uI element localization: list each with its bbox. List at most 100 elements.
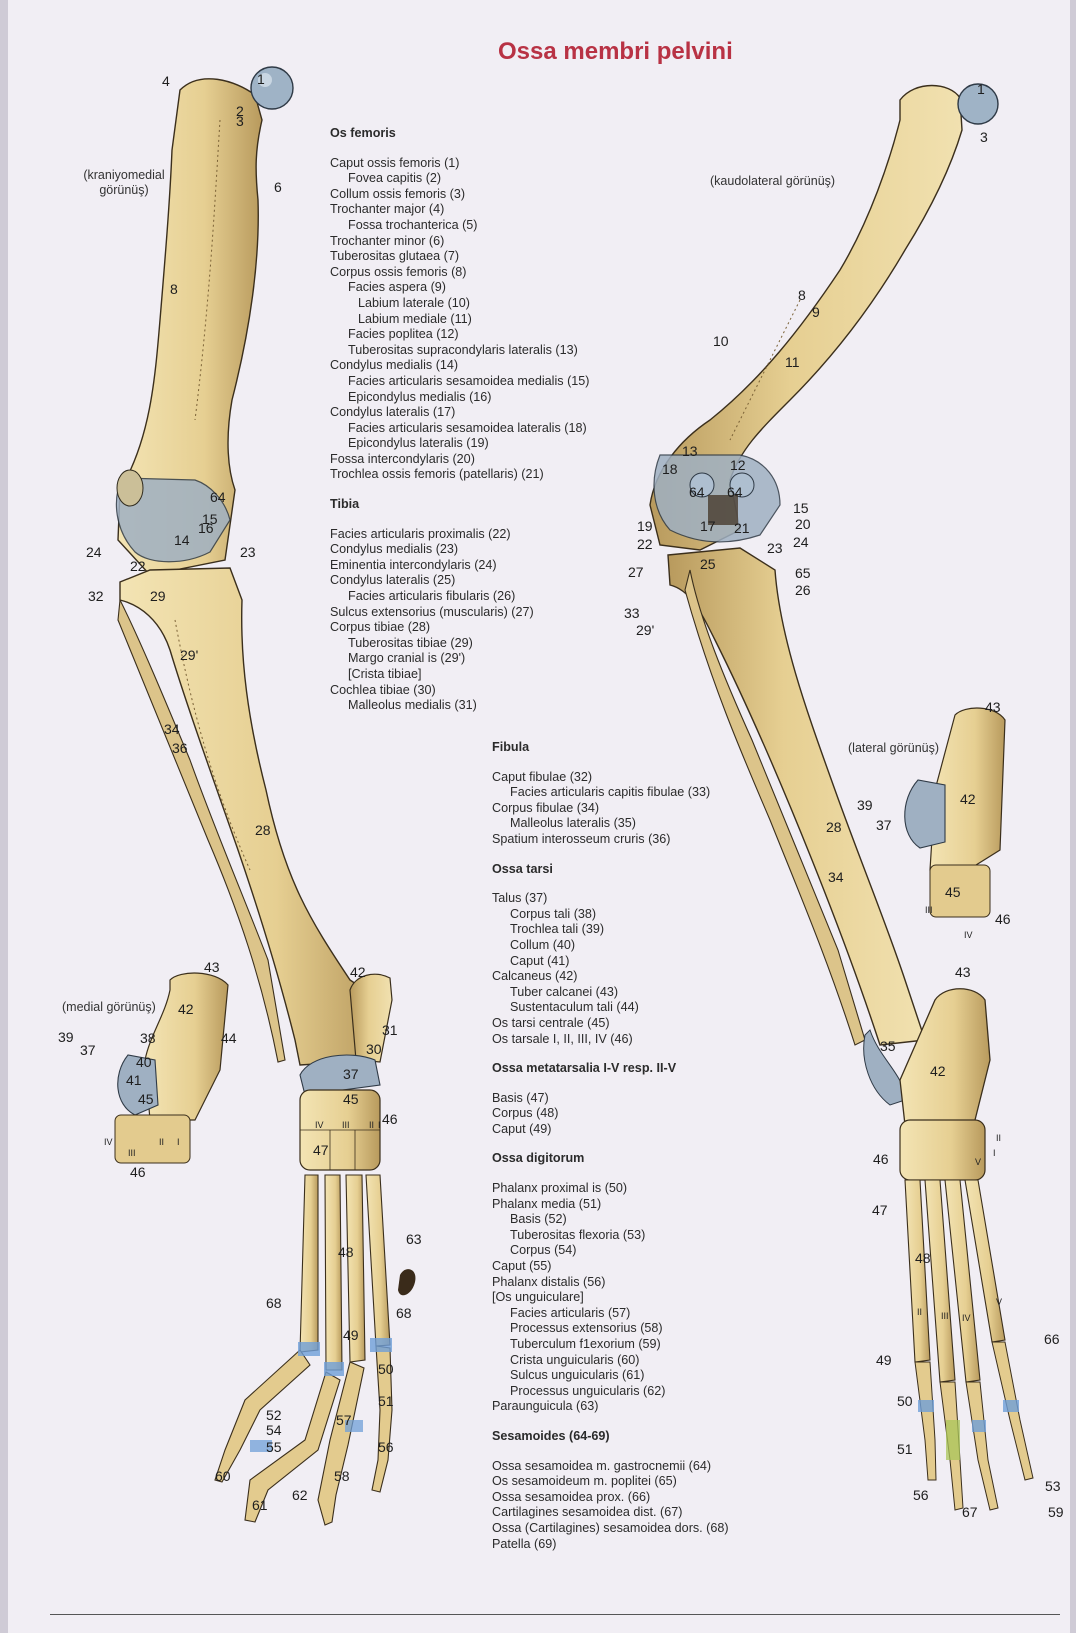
right-metatarsals xyxy=(905,1180,1005,1382)
legend-item: Patella (69) xyxy=(492,1537,729,1553)
callout-label: 40 xyxy=(136,1055,152,1069)
legend-item: Fossa trochanterica (5) xyxy=(330,218,589,234)
callout-label: 34 xyxy=(828,870,844,884)
callout-label: 66 xyxy=(1044,1332,1060,1346)
legend-heading: Fibula xyxy=(492,740,729,756)
legend-item: Tuber calcanei (43) xyxy=(492,985,729,1001)
view-label-kaudolateral: (kaudolateral görünüş) xyxy=(710,174,835,189)
callout-label: 22 xyxy=(130,559,146,573)
legend-item: Basis (52) xyxy=(492,1212,729,1228)
callout-label: 43 xyxy=(204,960,220,974)
legend-item: Facies poplitea (12) xyxy=(330,327,589,343)
callout-label: 46 xyxy=(873,1152,889,1166)
callout-label: 29' xyxy=(180,648,198,662)
callout-label: 56 xyxy=(913,1488,929,1502)
legend-item: Facies aspera (9) xyxy=(330,280,589,296)
legend-item: Margo cranial is (29') xyxy=(330,651,589,667)
callout-label: 37 xyxy=(343,1067,359,1081)
callout-label: 4 xyxy=(162,74,170,88)
legend-item: Sulcus extensorius (muscularis) (27) xyxy=(330,605,589,621)
callout-label: 14 xyxy=(174,533,190,547)
view-label-kraniyomedial: (kraniyomedial görünüş) xyxy=(79,168,169,198)
callout-label: I xyxy=(993,1148,996,1158)
legend-item: Fossa intercondylaris (20) xyxy=(330,452,589,468)
callout-label: 42 xyxy=(960,792,976,806)
legend-heading: Ossa metatarsalia I-V resp. II-V xyxy=(492,1061,729,1077)
callout-label: 57 xyxy=(336,1413,352,1427)
legend-item: Epicondylus medialis (16) xyxy=(330,390,589,406)
callout-label: 29 xyxy=(150,589,166,603)
callout-label: 35 xyxy=(880,1039,896,1053)
legend-item: Processus extensorius (58) xyxy=(492,1321,729,1337)
callout-label: 15 xyxy=(793,501,809,515)
callout-label: 38 xyxy=(140,1031,156,1045)
callout-label: 48 xyxy=(915,1251,931,1265)
legend-item: Epicondylus lateralis (19) xyxy=(330,436,589,452)
callout-label: 39 xyxy=(857,798,873,812)
callout-label: 68 xyxy=(396,1306,412,1320)
legend-item: Trochlea ossis femoris (patellaris) (21) xyxy=(330,467,589,483)
legend-item: Corpus ossis femoris (8) xyxy=(330,265,589,281)
legend-item: Caput (49) xyxy=(492,1122,729,1138)
legend-item: Tuberculum f1exorium (59) xyxy=(492,1337,729,1353)
callout-label: 11 xyxy=(785,355,800,369)
callout-label: 49 xyxy=(343,1328,359,1342)
callout-label: 55 xyxy=(266,1440,282,1454)
callout-label: 41 xyxy=(126,1073,142,1087)
legend-item: Collum ossis femoris (3) xyxy=(330,187,589,203)
callout-label: 52 xyxy=(266,1408,282,1422)
legend-item: Os tarsale I, II, III, IV (46) xyxy=(492,1032,729,1048)
callout-label: 46 xyxy=(382,1112,398,1126)
callout-label: 17 xyxy=(700,519,716,533)
legend-item: Phalanx media (51) xyxy=(492,1197,729,1213)
callout-label: 32 xyxy=(88,589,104,603)
callout-label: 67 xyxy=(962,1505,978,1519)
callout-label: 23 xyxy=(767,541,783,555)
legend-item: Caput ossis femoris (1) xyxy=(330,156,589,172)
legend-item: Fovea capitis (2) xyxy=(330,171,589,187)
legend-item: Facies articularis fibularis (26) xyxy=(330,589,589,605)
callout-label: IV xyxy=(964,930,973,940)
callout-label: 15 xyxy=(202,512,218,526)
callout-label: 47 xyxy=(313,1143,329,1157)
right-tarsus xyxy=(900,1120,985,1180)
callout-label: 25 xyxy=(700,557,716,571)
callout-label: 47 xyxy=(872,1203,888,1217)
callout-label: 26 xyxy=(795,583,811,597)
callout-label: 64 xyxy=(210,490,226,504)
callout-label: 27 xyxy=(628,565,644,579)
callout-label: 1 xyxy=(977,82,985,96)
callout-label: 65 xyxy=(795,566,811,580)
callout-label: I xyxy=(378,1120,381,1130)
callout-label: 64 xyxy=(689,485,705,499)
callout-label: 3 xyxy=(980,130,988,144)
callout-label: 42 xyxy=(350,965,366,979)
callout-label: I xyxy=(177,1137,180,1147)
callout-label: 46 xyxy=(995,912,1011,926)
page-footer-rule xyxy=(50,1614,1060,1615)
legend-item: Corpus fibulae (34) xyxy=(492,801,729,817)
callout-label: 63 xyxy=(406,1232,422,1246)
callout-label: 51 xyxy=(378,1394,394,1408)
callout-label: 19 xyxy=(637,519,653,533)
callout-label: 13 xyxy=(682,444,698,458)
callout-label: IV xyxy=(962,1313,971,1323)
callout-label: 28 xyxy=(826,820,842,834)
callout-label: 1 xyxy=(257,72,265,86)
legend-item: Tuberositas tibiae (29) xyxy=(330,636,589,652)
callout-label: 28 xyxy=(255,823,271,837)
legend-item: [Crista tibiae] xyxy=(330,667,589,683)
callout-label: 45 xyxy=(945,885,961,899)
left-tarsus xyxy=(300,1090,380,1170)
legend-item: Condylus medialis (23) xyxy=(330,542,589,558)
legend-item: Labium laterale (10) xyxy=(330,296,589,312)
legend-item: Ossa sesamoidea m. gastrocnemii (64) xyxy=(492,1459,729,1475)
legend-item: Condylus lateralis (17) xyxy=(330,405,589,421)
legend-item: Crista unguicularis (60) xyxy=(492,1353,729,1369)
callout-label: 37 xyxy=(80,1043,96,1057)
legend-item: Facies articularis sesamoidea medialis (… xyxy=(330,374,589,390)
callout-label: 8 xyxy=(798,288,806,302)
callout-label: II xyxy=(159,1137,164,1147)
legend-item: Condylus lateralis (25) xyxy=(330,573,589,589)
view-label-medial: (medial görünüş) xyxy=(62,1000,156,1015)
